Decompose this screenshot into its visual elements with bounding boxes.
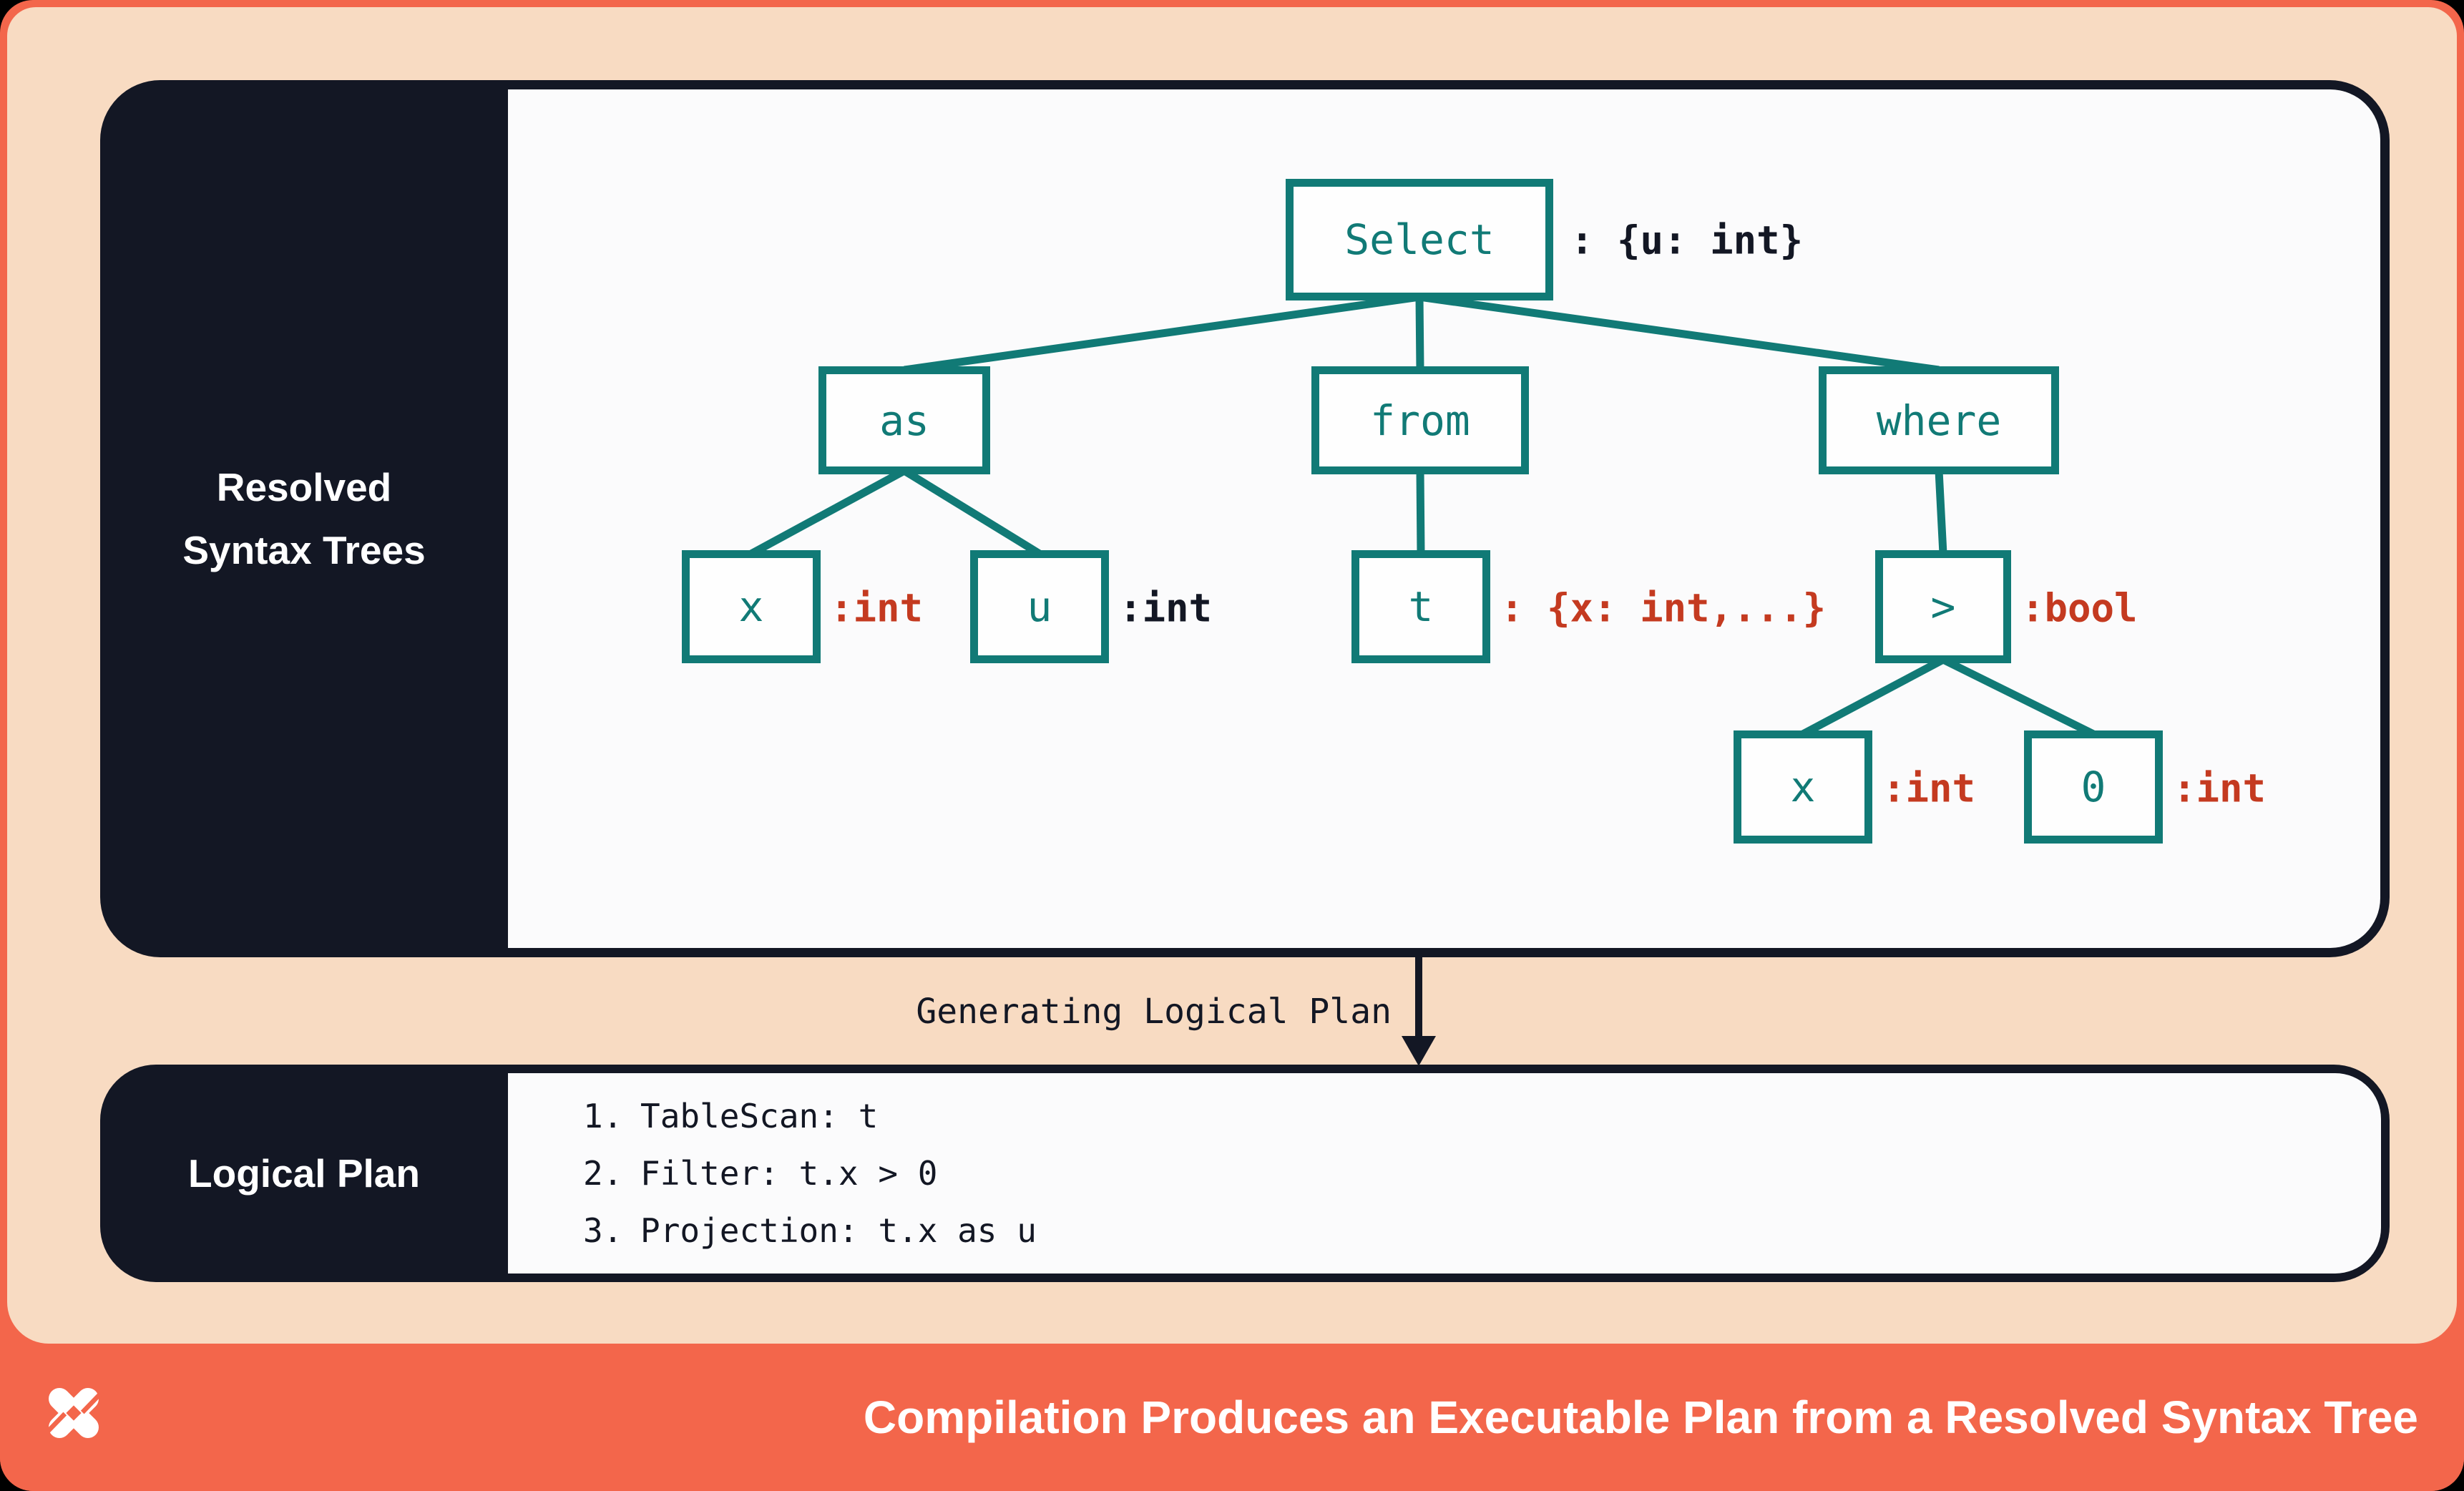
generating-logical-plan-label: Generating Logical Plan [916, 992, 1392, 1032]
footer-caption: Compilation Produces an Executable Plan … [863, 1392, 2418, 1443]
tree-node-from: from [1311, 366, 1529, 474]
type-annotation-u: :int [1119, 585, 1213, 631]
step-text: Filter: t.x > 0 [640, 1154, 938, 1193]
tree-node-x-as-child: x [682, 550, 821, 663]
tree-node-select: Select [1286, 179, 1553, 300]
tree-node-x-in-predicate: x [1734, 730, 1872, 844]
footer-bar: Compilation Produces an Executable Plan … [0, 1344, 2464, 1491]
label-line-1: Resolved [216, 465, 392, 509]
logical-plan-step: 2. Filter: t.x > 0 [583, 1154, 2381, 1193]
tree-node-greater-than: > [1875, 550, 2011, 663]
logical-plan-label: Logical Plan [188, 1151, 420, 1196]
type-annotation-greater-than: :bool [2021, 585, 2138, 631]
tree-node-zero: 0 [2024, 730, 2163, 844]
logical-plan-panel: 1. TableScan: t 2. Filter: t.x > 0 3. Pr… [100, 1065, 2390, 1282]
type-annotation-select: : {u: int} [1570, 217, 1804, 263]
logical-plan-step: 1. TableScan: t [583, 1097, 2381, 1135]
step-number: 3. [583, 1211, 623, 1250]
step-text: TableScan: t [640, 1097, 879, 1135]
step-number: 1. [583, 1097, 623, 1135]
type-annotation-t: : {x: int,...} [1500, 585, 1827, 631]
type-annotation-x: :int [830, 585, 924, 631]
logical-plan-step: 3. Projection: t.x as u [583, 1211, 2381, 1250]
tree-node-t: t [1351, 550, 1490, 663]
label-line-2: Syntax Trees [182, 528, 426, 572]
step-text: Projection: t.x as u [640, 1211, 1037, 1250]
type-annotation-zero: :int [2173, 766, 2267, 811]
tree-node-where: where [1819, 366, 2059, 474]
type-annotation-x-in-predicate: :int [1882, 766, 1976, 811]
tree-node-as: as [818, 366, 990, 474]
tree-node-u: u [970, 550, 1109, 663]
resolved-syntax-trees-label: Resolved Syntax Trees [100, 80, 508, 957]
pinwheel-star-logo [44, 1388, 104, 1438]
logical-plan-steps: 1. TableScan: t 2. Filter: t.x > 0 3. Pr… [508, 1073, 2381, 1274]
step-number: 2. [583, 1154, 623, 1193]
